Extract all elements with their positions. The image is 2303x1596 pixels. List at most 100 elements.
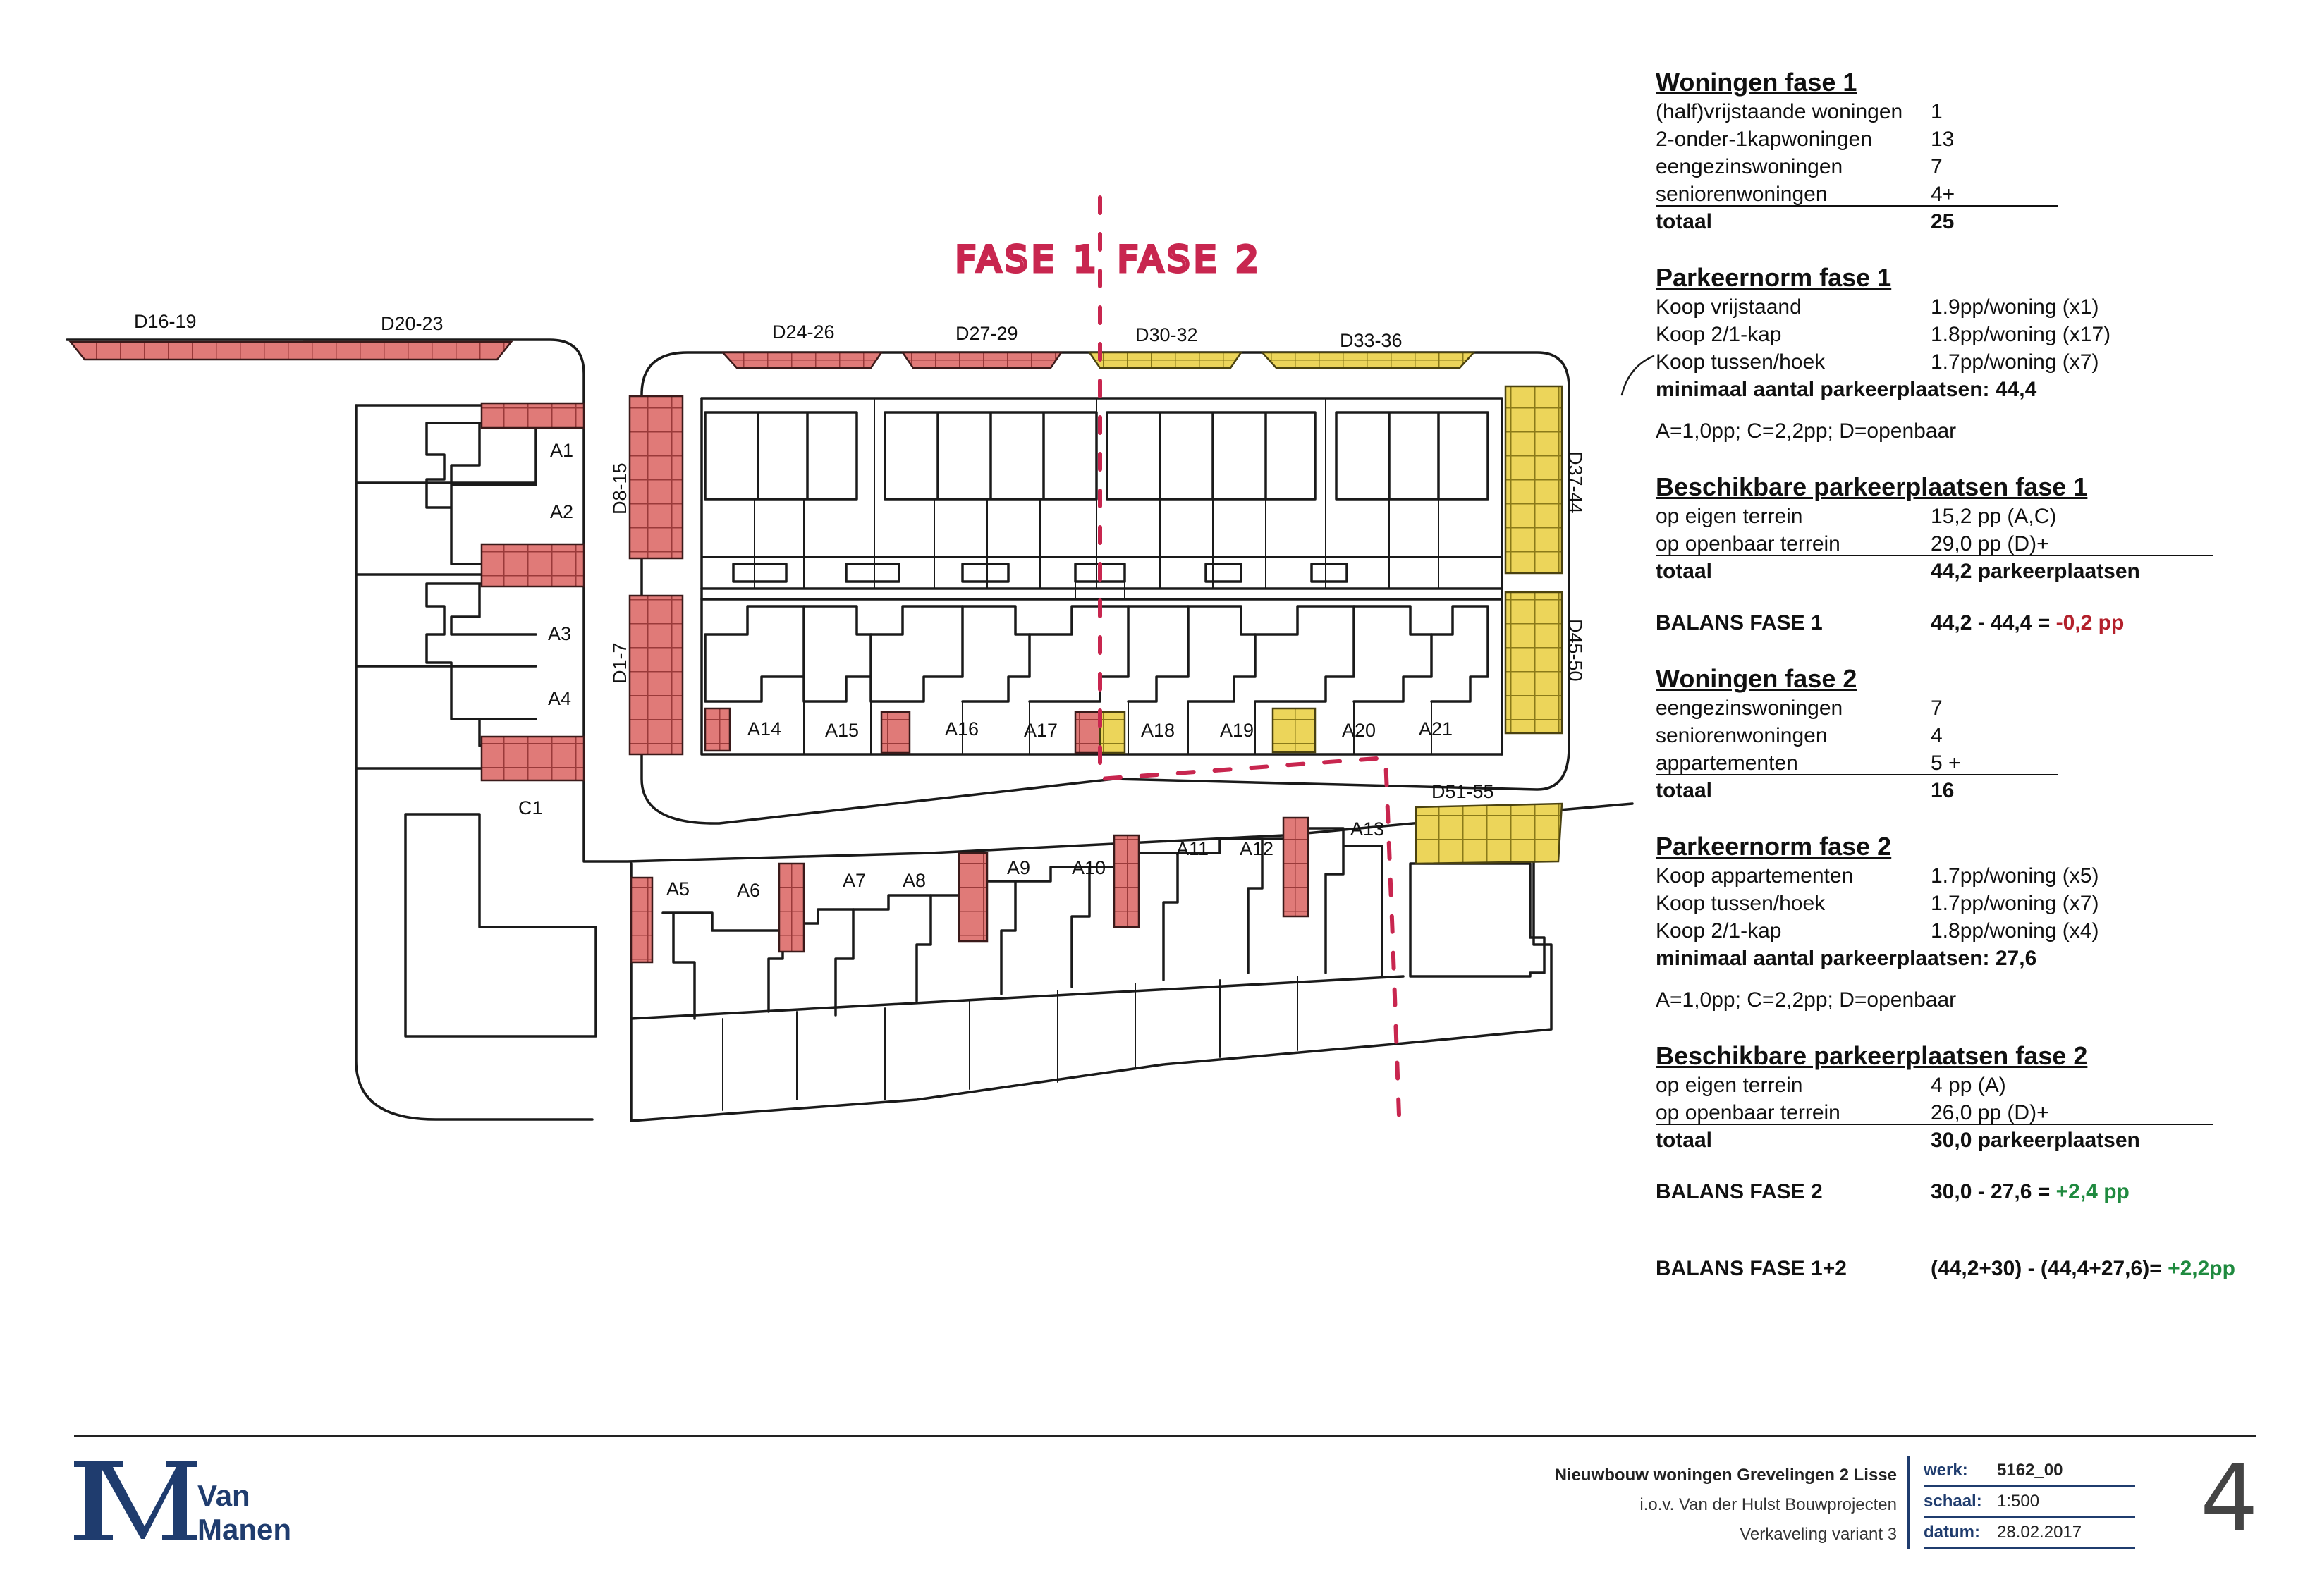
section-beschikbaar-fase2: Beschikbare parkeerplaatsen fase 2 op ei… — [1656, 1041, 2290, 1205]
row-value: 4 pp (A) — [1931, 1074, 2006, 1097]
row-key: appartementen — [1656, 751, 1798, 775]
balance-label: BALANS FASE 1+2 — [1656, 1257, 1847, 1280]
row-value: 1.8pp/woning (x17) — [1931, 323, 2111, 346]
label-D51-55: D51-55 — [1431, 781, 1494, 802]
datum-value: 28.02.2017 — [1997, 1523, 2082, 1542]
fase2-heading: FASE 2 — [1118, 239, 1262, 280]
drawing-meta: werk:5162_00 schaal:1:500 datum:28.02.20… — [1907, 1456, 2135, 1549]
fase1-heading: FASE 1 — [955, 239, 1100, 280]
south-block-outline — [630, 830, 1553, 1122]
row-value: 4+ — [1931, 183, 1955, 206]
label-A17: A17 — [1024, 720, 1058, 741]
row-value: 1 — [1931, 100, 1943, 123]
label-A5: A5 — [666, 878, 690, 900]
label-D33-36: D33-36 — [1340, 330, 1403, 351]
label-A16: A16 — [945, 718, 979, 739]
balance-total: BALANS FASE 1+2 (44,2+30) - (44,4+27,6)=… — [1656, 1255, 2290, 1282]
label-A11: A11 — [1176, 838, 1209, 859]
row-value: 1.8pp/woning (x4) — [1931, 919, 2099, 943]
label-A1: A1 — [550, 440, 573, 461]
section-title: Parkeernorm fase 2 — [1656, 832, 1892, 861]
south-row-houses — [704, 605, 805, 703]
project-variant: Verkaveling variant 3 — [1740, 1525, 1897, 1544]
row-key: Koop 2/1-kap — [1656, 323, 1782, 346]
row-key: op openbaar terrein — [1656, 1101, 1840, 1124]
row-key: Koop tussen/hoek — [1656, 350, 1826, 374]
balance-label: BALANS FASE 1 — [1656, 611, 1823, 634]
parking-fase2 — [1087, 351, 1563, 865]
label-A9: A9 — [1007, 857, 1030, 878]
total-value: 30,0 parkeerplaatsen — [1931, 1129, 2140, 1152]
label-D45-50: D45-50 — [1565, 619, 1586, 682]
werk-value: 5162_00 — [1997, 1461, 2063, 1480]
row-value: 7 — [1931, 155, 1943, 178]
row-value: 5 + — [1931, 751, 1961, 775]
total-value: 16 — [1931, 779, 1955, 802]
total-label: totaal — [1656, 1129, 1713, 1152]
balance-result: -0,2 pp — [2055, 611, 2125, 634]
label-D20-23: D20-23 — [381, 313, 444, 334]
label-A2: A2 — [550, 501, 573, 522]
row-value: 26,0 pp (D)+ — [1931, 1101, 2049, 1124]
section-title: Woningen fase 1 — [1656, 68, 1857, 97]
road-outline-left — [66, 338, 1634, 863]
parking-calculation-panel: Woningen fase 1 (half)vrijstaande woning… — [1656, 67, 2290, 1282]
row-key: Koop appartementen — [1656, 864, 1854, 888]
werk-label: werk: — [1924, 1461, 1968, 1480]
label-D27-29: D27-29 — [955, 323, 1018, 344]
total-value: 44,2 parkeerplaatsen — [1931, 560, 2140, 583]
total-value: 25 — [1931, 210, 1955, 233]
parking-legend-note: A=1,0pp; C=2,2pp; D=openbaar — [1656, 988, 1957, 1012]
balance-formula: 30,0 - 27,6 = — [1931, 1180, 2056, 1203]
label-A12: A12 — [1240, 838, 1273, 859]
balance-formula: (44,2+30) - (44,4+27,6)= — [1931, 1257, 2168, 1280]
row-value: 1.9pp/woning (x1) — [1931, 295, 2099, 319]
left-block-outline — [355, 404, 594, 1121]
label-A7: A7 — [843, 870, 866, 891]
row-key: Koop 2/1-kap — [1656, 919, 1782, 943]
row-key: op eigen terrein — [1656, 505, 1803, 528]
schaal-label: schaal: — [1924, 1492, 1982, 1511]
central-block-outline — [640, 351, 1570, 825]
apartment-block — [1409, 862, 1546, 978]
minimum-parking: minimaal aantal parkeerplaatsen: 27,6 — [1656, 947, 2037, 970]
total-label: totaal — [1656, 560, 1713, 583]
label-A6: A6 — [737, 880, 760, 901]
label-A21: A21 — [1419, 718, 1453, 739]
minimum-parking: minimaal aantal parkeerplaatsen: 44,4 — [1656, 378, 2037, 401]
north-row-houses — [704, 411, 858, 501]
section-woningen-fase1: Woningen fase 1 (half)vrijstaande woning… — [1656, 67, 2290, 235]
balance-result: +2,2pp — [2168, 1257, 2235, 1280]
row-key: eengezinswoningen — [1656, 696, 1843, 720]
row-key: eengezinswoningen — [1656, 155, 1843, 178]
parking-legend-note: A=1,0pp; C=2,2pp; D=openbaar — [1656, 419, 1957, 443]
section-title: Woningen fase 2 — [1656, 664, 1857, 693]
row-key: seniorenwoningen — [1656, 183, 1828, 206]
label-D8-15: D8-15 — [609, 462, 630, 515]
label-A3: A3 — [548, 623, 571, 644]
row-key: Koop tussen/hoek — [1656, 892, 1826, 915]
row-value: 1.7pp/woning (x7) — [1931, 892, 2099, 915]
row-value: 7 — [1931, 696, 1943, 720]
row-key: (half)vrijstaande woningen — [1656, 100, 1903, 123]
phase-divider-line — [1098, 195, 1402, 1137]
row-value: 15,2 pp (A,C) — [1931, 505, 2057, 528]
row-key: op openbaar terrein — [1656, 532, 1840, 555]
row-key: Koop vrijstaand — [1656, 295, 1802, 319]
label-A14: A14 — [747, 718, 781, 739]
label-D37-44: D37-44 — [1565, 451, 1586, 514]
logo-line2: Manen — [197, 1513, 292, 1546]
label-D24-26: D24-26 — [772, 321, 835, 343]
label-A8: A8 — [903, 870, 926, 891]
logo-wordmark: Van Manen — [197, 1479, 291, 1547]
row-value: 4 — [1931, 724, 1943, 747]
datum-label: datum: — [1924, 1523, 1980, 1542]
parking-fase1 — [68, 340, 1309, 964]
section-beschikbaar-fase1: Beschikbare parkeerplaatsen fase 1 op ei… — [1656, 472, 2290, 637]
row-value: 1.7pp/woning (x7) — [1931, 350, 2099, 374]
building-C1 — [404, 813, 597, 1038]
label-D30-32: D30-32 — [1135, 324, 1198, 345]
balance-label: BALANS FASE 2 — [1656, 1180, 1823, 1203]
